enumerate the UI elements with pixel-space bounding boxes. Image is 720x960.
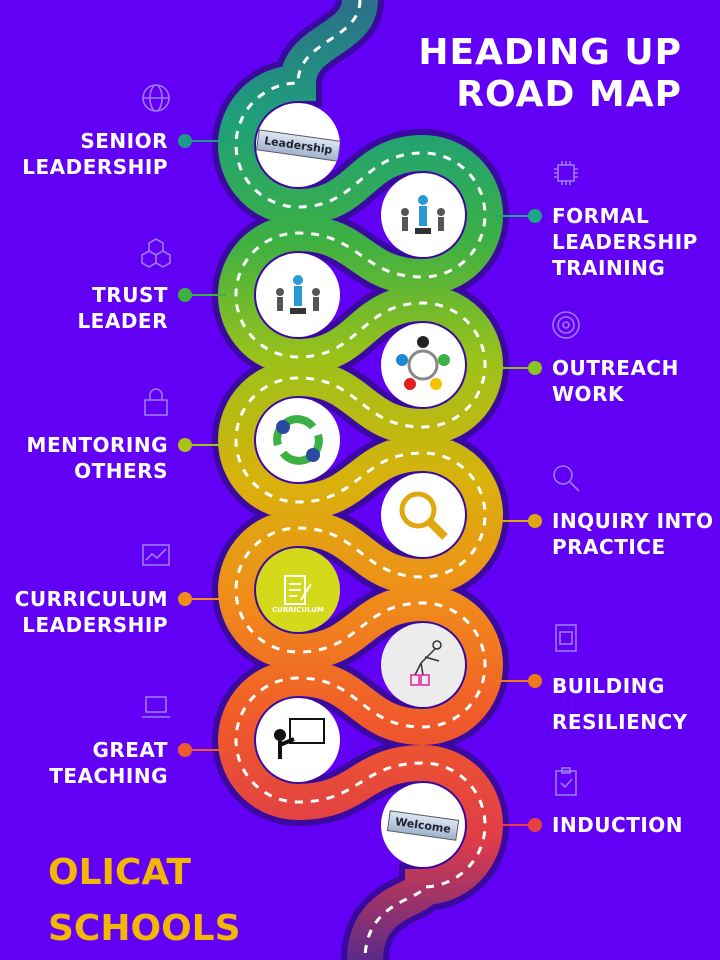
stage-marker-dot [528,361,542,375]
stage-label-line: OTHERS [74,459,168,483]
stage-label: BUILDING RESILIENCY [552,668,688,740]
stage-connector [496,824,530,826]
stage-image-teacher-board [256,698,340,782]
stage-label: INDUCTION [552,812,683,838]
stage-label-line: LEADER [77,309,168,333]
stage-image-recycle-people [256,398,340,482]
logo-line-1: OLICAT [48,852,191,893]
stage-label-line: LEADERSHIP [22,613,168,637]
stage-connector [496,520,530,522]
stage-label-line: PRACTICE [552,535,666,559]
lock-icon [140,386,172,418]
stage-label-line: FORMAL [552,204,650,228]
stage-label-line: BUILDING [552,674,665,698]
stage-label-line: MENTORING [26,433,168,457]
stage-label-line: TRUST [92,283,168,307]
chip-icon [550,157,582,189]
stage-label-line: INQUIRY INTO [552,509,714,533]
sign-text: Welcome [386,809,460,841]
stage-label-line: LEADERSHIP [552,230,698,254]
stage-connector [192,598,226,600]
stage-image-people-circle [381,323,465,407]
stage-connector [192,749,226,751]
clipboard-icon [550,766,582,798]
stage-label-line: TRAINING [552,256,666,280]
stage-image-welcome-sign: Welcome [381,783,465,867]
stage-connector [192,294,226,296]
stage-connector [496,215,530,217]
curriculum-caption: CURRICULUM [272,606,324,614]
stage-image-leader-group [381,173,465,257]
stage-marker-dot [528,674,542,688]
stage-label-line: GREAT [92,738,168,762]
road-center-line [234,0,487,960]
stage-label-line: WORK [552,382,624,406]
stage-marker-dot [178,438,192,452]
stage-marker-dot [528,209,542,223]
target-icon [550,309,582,341]
stage-connector [496,680,530,682]
chart-icon [140,540,172,572]
stage-label-line: CURRICULUM [14,587,168,611]
stage-image-leadership-sign: Leadership [256,103,340,187]
stage-label-line: OUTREACH [552,356,679,380]
title-line-1: HEADING UP [418,32,682,73]
stage-marker-dot [528,514,542,528]
stage-connector [192,444,226,446]
document-icon [550,622,582,654]
stage-label-line: LEADERSHIP [22,155,168,179]
stage-image-magnifier [381,473,465,557]
stage-connector [192,140,226,142]
stage-marker-dot [528,818,542,832]
stage-image-spring-jumper [381,623,465,707]
logo: OLICAT SCHOOLS [48,845,241,957]
stage-marker-dot [178,592,192,606]
logo-line-2: SCHOOLS [48,908,241,949]
page-title: HEADING UP ROAD MAP [418,32,682,116]
laptop-icon [140,691,172,723]
stage-marker-dot [178,288,192,302]
sign-text: Leadership [256,128,340,162]
magnifier-icon [550,462,582,494]
stage-image-curriculum-notepad: CURRICULUM [256,548,340,632]
stage-label-line: SENIOR [80,129,168,153]
stage-label-line: RESILIENCY [552,710,688,734]
globe-icon [140,82,172,114]
stage-image-leader-podium [256,253,340,337]
stage-marker-dot [178,743,192,757]
title-line-2: ROAD MAP [456,74,682,115]
stage-label-line: TEACHING [49,764,168,788]
stage-label-line: INDUCTION [552,813,684,837]
stage-connector [496,367,530,369]
cubes-icon [140,236,172,268]
stage-marker-dot [178,134,192,148]
